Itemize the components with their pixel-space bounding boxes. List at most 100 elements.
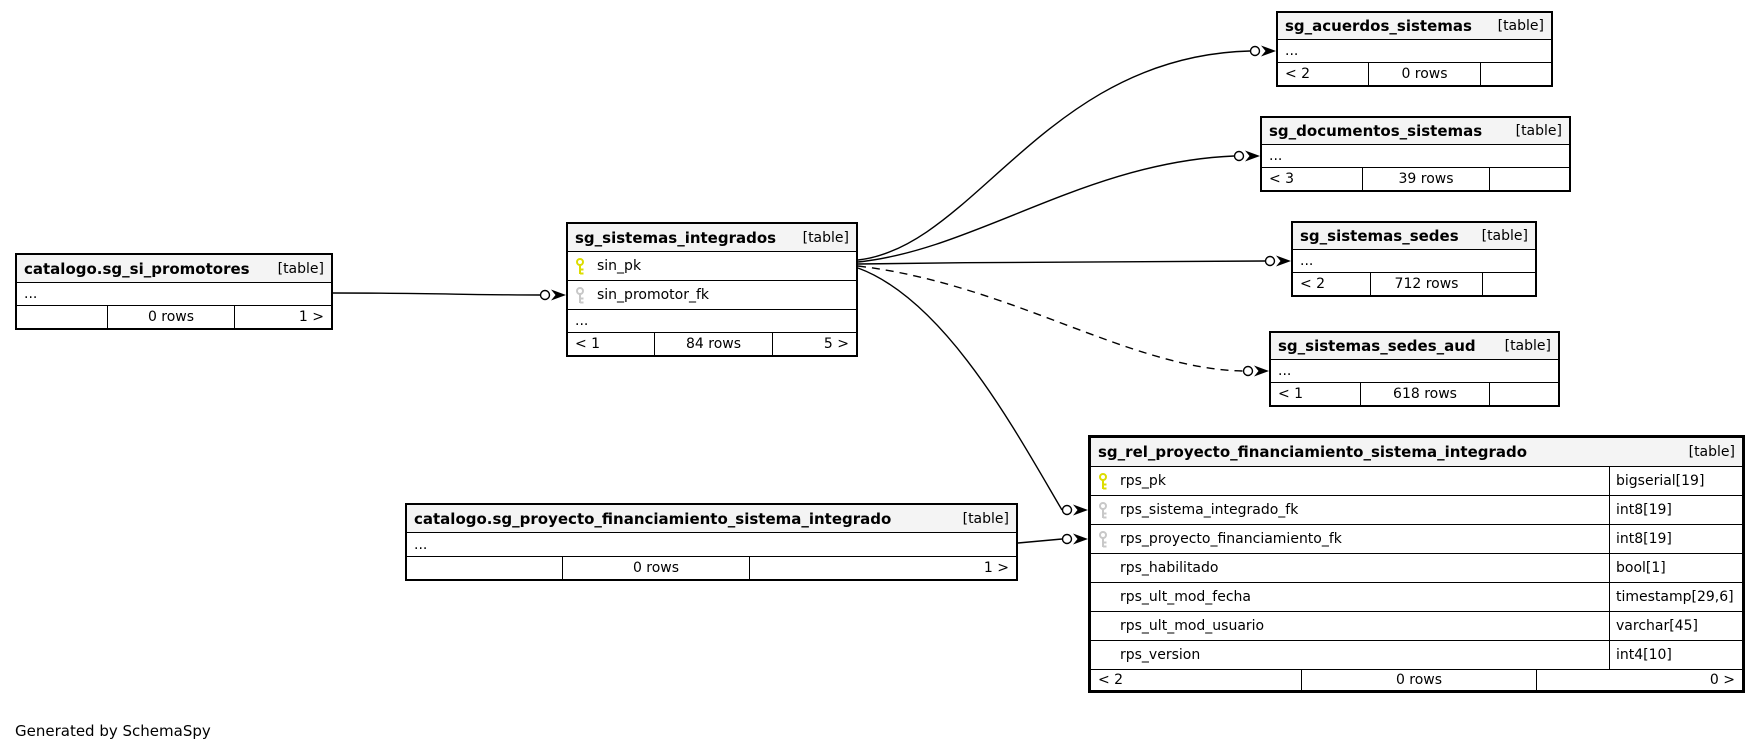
column-name: sin_pk: [597, 258, 642, 274]
table-header: catalogo.sg_proyecto_financiamiento_sist…: [407, 505, 1016, 533]
column-row: rps_version int4[10]: [1091, 641, 1742, 670]
table-sg-sistemas-integrados[interactable]: sg_sistemas_integrados [table] sin_pk si…: [566, 222, 858, 357]
collapsed-columns-row: ...: [1278, 40, 1551, 63]
edge-proyecto-financiamiento-to-rel-proyecto: [1017, 533, 1088, 545]
edge-sistemas-integrados-to-sedes: [857, 255, 1291, 267]
table-footer: 0 rows 1 >: [17, 306, 331, 328]
table-sg-sistemas-sedes[interactable]: sg_sistemas_sedes [table] ... < 2 712 ro…: [1291, 221, 1537, 297]
column-row: sin_pk: [568, 252, 856, 281]
column-type: bool[1]: [1609, 554, 1742, 582]
table-header: sg_sistemas_integrados [table]: [568, 224, 856, 252]
collapsed-columns-row: ...: [17, 283, 331, 306]
column-type: int8[19]: [1609, 525, 1742, 553]
table-type-tag: [table]: [1481, 228, 1528, 244]
footer-parents: < 1: [575, 336, 601, 352]
table-catalogo-sg-proyecto-financiamiento-sistema-integrado[interactable]: catalogo.sg_proyecto_financiamiento_sist…: [405, 503, 1018, 581]
collapsed-columns-row: ...: [1262, 145, 1569, 168]
footer-parents: < 3: [1269, 171, 1295, 187]
table-header: sg_sistemas_sedes [table]: [1293, 223, 1535, 250]
edge-sistemas-integrados-to-documentos: [857, 150, 1260, 263]
column-type: bigserial[19]: [1609, 467, 1742, 495]
table-title: sg_sistemas_sedes: [1300, 227, 1459, 245]
footer-row-count: 0 rows: [1368, 63, 1480, 85]
column-type: int4[10]: [1609, 641, 1742, 669]
collapsed-columns-row: ...: [1293, 250, 1535, 273]
table-type-tag: [table]: [1504, 338, 1551, 354]
table-title: catalogo.sg_proyecto_financiamiento_sist…: [414, 509, 892, 528]
table-catalogo-sg-si-promotores[interactable]: catalogo.sg_si_promotores [table] ... 0 …: [15, 253, 333, 330]
table-header: sg_documentos_sistemas [table]: [1262, 118, 1569, 145]
table-type-tag: [table]: [277, 260, 324, 277]
table-type-tag: [table]: [1515, 123, 1562, 139]
column-name: rps_ult_mod_usuario: [1120, 618, 1265, 634]
table-sg-rel-proyecto-financiamiento-sistema-integrado[interactable]: sg_rel_proyecto_financiamiento_sistema_i…: [1088, 435, 1745, 693]
table-sg-documentos-sistemas[interactable]: sg_documentos_sistemas [table] ... < 3 3…: [1260, 116, 1571, 192]
column-row: rps_sistema_integrado_fk int8[19]: [1091, 496, 1742, 525]
table-type-tag: [table]: [962, 510, 1009, 527]
edge-sistemas-integrados-to-acuerdos: [857, 45, 1276, 261]
collapsed-columns-row: ...: [568, 310, 856, 333]
collapsed-columns-row: ...: [407, 533, 1016, 557]
primary-key-icon: [1098, 472, 1108, 490]
edge-promotores-to-sistemas-integrados: [332, 289, 566, 301]
footer-children: [1489, 383, 1558, 405]
generator-note: Generated by SchemaSpy: [15, 722, 211, 740]
table-title: sg_documentos_sistemas: [1269, 122, 1483, 140]
table-footer: < 3 39 rows: [1262, 168, 1569, 190]
footer-parents: [17, 306, 107, 328]
footer-children: [1480, 63, 1551, 85]
table-footer: 0 rows 1 >: [407, 557, 1016, 579]
table-header: sg_sistemas_sedes_aud [table]: [1271, 333, 1558, 360]
column-type: int8[19]: [1609, 496, 1742, 524]
footer-parents: < 2: [1285, 66, 1311, 82]
table-header: sg_rel_proyecto_financiamiento_sistema_i…: [1091, 438, 1742, 467]
footer-children: 1 >: [234, 306, 331, 328]
footer-children: 5 >: [772, 333, 856, 355]
footer-row-count: 0 rows: [107, 306, 234, 328]
footer-children: [1489, 168, 1569, 190]
table-title: sg_acuerdos_sistemas: [1285, 17, 1472, 35]
table-title: sg_sistemas_sedes_aud: [1278, 337, 1476, 355]
table-type-tag: [table]: [1497, 18, 1544, 34]
footer-row-count: 84 rows: [654, 333, 772, 355]
footer-children: 0 >: [1536, 670, 1742, 690]
footer-children: 1 >: [749, 557, 1016, 579]
footer-children: [1482, 273, 1535, 295]
column-name: rps_proyecto_financiamiento_fk: [1120, 531, 1342, 547]
footer-row-count: 0 rows: [562, 557, 749, 579]
table-title: sg_rel_proyecto_financiamiento_sistema_i…: [1098, 443, 1528, 461]
foreign-key-icon: [1098, 530, 1108, 548]
column-name: rps_sistema_integrado_fk: [1120, 502, 1299, 518]
table-type-tag: [table]: [802, 229, 849, 246]
foreign-key-icon: [575, 286, 585, 304]
footer-parents: [407, 557, 562, 579]
table-footer: < 2 712 rows: [1293, 273, 1535, 295]
collapsed-columns-row: ...: [1271, 360, 1558, 383]
table-sg-sistemas-sedes-aud[interactable]: sg_sistemas_sedes_aud [table] ... < 1 61…: [1269, 331, 1560, 407]
table-header: sg_acuerdos_sistemas [table]: [1278, 13, 1551, 40]
table-footer: < 2 0 rows: [1278, 63, 1551, 85]
column-name: rps_ult_mod_fecha: [1120, 589, 1251, 605]
table-footer: < 1 84 rows 5 >: [568, 333, 856, 355]
table-title: sg_sistemas_integrados: [575, 228, 777, 247]
column-name: sin_promotor_fk: [597, 287, 710, 303]
column-row: rps_pk bigserial[19]: [1091, 467, 1742, 496]
column-name: rps_pk: [1120, 473, 1166, 489]
footer-row-count: 712 rows: [1370, 273, 1482, 295]
footer-row-count: 39 rows: [1362, 168, 1489, 190]
table-type-tag: [table]: [1688, 444, 1735, 460]
column-row: sin_promotor_fk: [568, 281, 856, 310]
table-header: catalogo.sg_si_promotores [table]: [17, 255, 331, 283]
column-row: rps_proyecto_financiamiento_fk int8[19]: [1091, 525, 1742, 554]
table-title: catalogo.sg_si_promotores: [24, 259, 250, 278]
edge-sistemas-integrados-to-rel-proyecto: [857, 267, 1088, 516]
footer-parents: < 2: [1300, 276, 1326, 292]
foreign-key-icon: [1098, 501, 1108, 519]
column-row: rps_ult_mod_usuario varchar[45]: [1091, 612, 1742, 641]
column-row: rps_habilitado bool[1]: [1091, 554, 1742, 583]
table-sg-acuerdos-sistemas[interactable]: sg_acuerdos_sistemas [table] ... < 2 0 r…: [1276, 11, 1553, 87]
footer-parents: < 2: [1098, 672, 1124, 688]
column-name: rps_version: [1120, 647, 1201, 663]
